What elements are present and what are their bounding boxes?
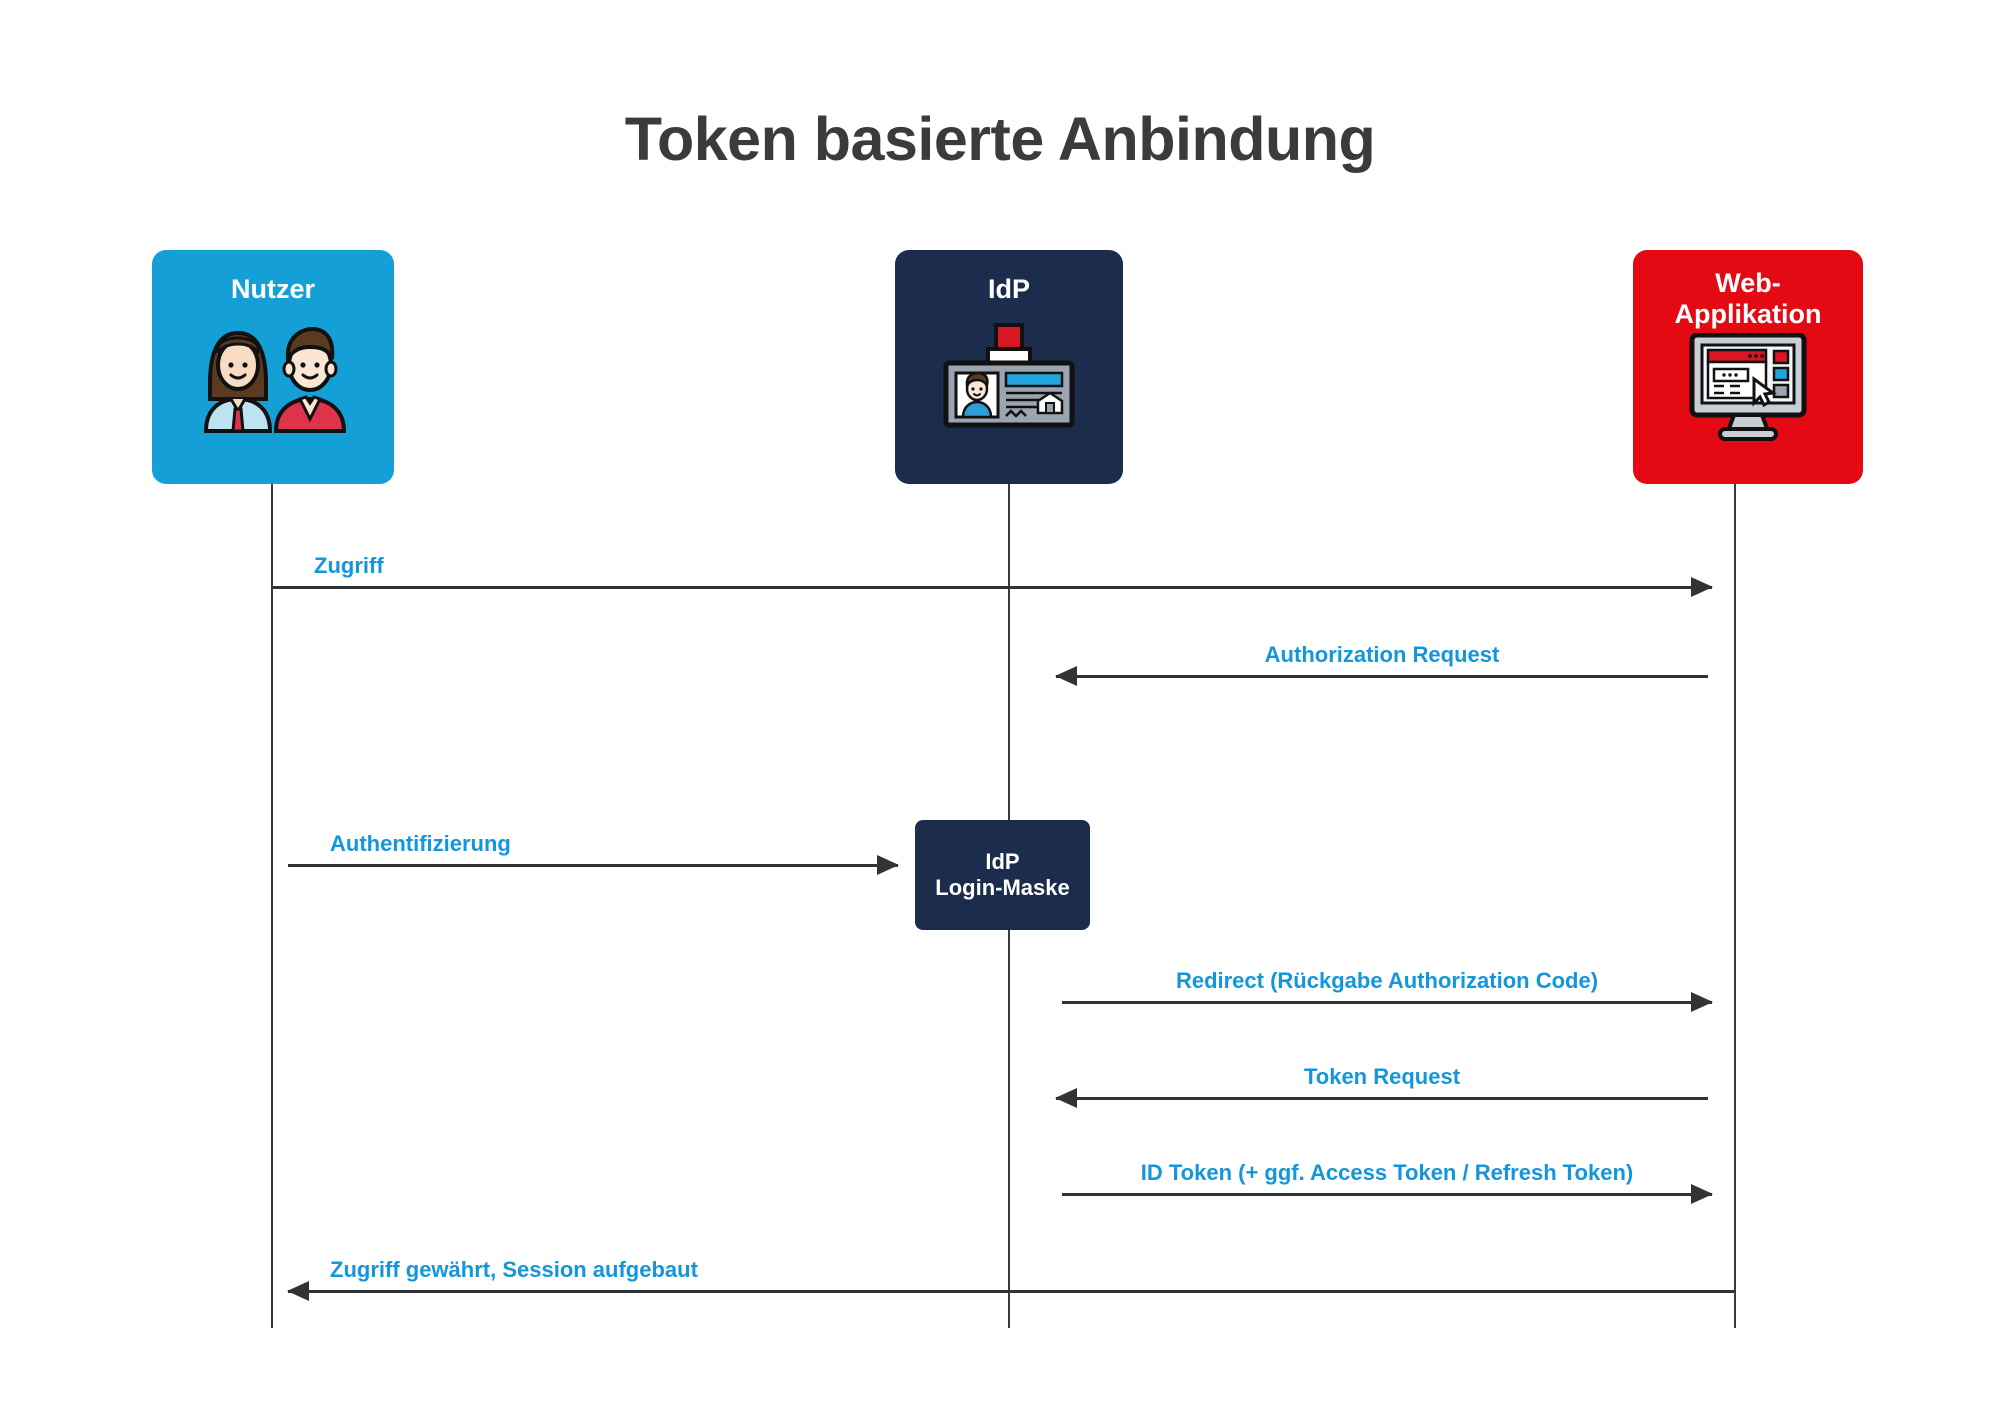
message-authentifizierung[interactable]: Authentifizierung bbox=[288, 823, 899, 879]
message-token-request-line bbox=[1056, 1097, 1708, 1100]
arrow-left-icon bbox=[1055, 1088, 1077, 1108]
arrow-right-icon bbox=[1691, 992, 1713, 1012]
arrow-right-icon bbox=[1691, 1184, 1713, 1204]
lifeline-webapp bbox=[1734, 484, 1736, 1328]
message-redirect-authorization-code-label: Redirect (Rückgabe Authorization Code) bbox=[1175, 968, 1599, 993]
message-zugriff-line bbox=[272, 586, 1712, 589]
message-zugriff-gewaehrt[interactable]: Zugriff gewährt, Session aufgebaut bbox=[287, 1249, 1734, 1305]
message-id-token[interactable]: ID Token (+ ggf. Access Token / Refresh … bbox=[1062, 1152, 1713, 1208]
message-authentifizierung-line bbox=[288, 864, 898, 867]
participant-idp-label: IdP bbox=[987, 274, 1030, 304]
message-authorization-request-line bbox=[1056, 675, 1708, 678]
id-badge-icon bbox=[934, 322, 1084, 438]
message-redirect-authorization-code[interactable]: Redirect (Rückgabe Authorization Code) bbox=[1062, 960, 1713, 1016]
message-redirect-authorization-code-line bbox=[1062, 1001, 1712, 1004]
message-id-token-label: ID Token (+ ggf. Access Token / Refresh … bbox=[1140, 1160, 1634, 1185]
participant-webapp-label: Web- Applikation bbox=[1674, 268, 1822, 329]
message-authorization-request-label: Authorization Request bbox=[1264, 642, 1500, 667]
participant-webapp[interactable]: Web- Applikation bbox=[1633, 250, 1863, 484]
message-authorization-request[interactable]: Authorization Request bbox=[1055, 634, 1708, 690]
participant-idp[interactable]: IdP bbox=[895, 250, 1123, 484]
message-zugriff[interactable]: Zugriff bbox=[272, 545, 1713, 601]
message-token-request-label: Token Request bbox=[1303, 1064, 1461, 1089]
two-people-icon bbox=[198, 313, 348, 438]
activation-box-label: IdP Login-Maske bbox=[935, 848, 1070, 900]
arrow-left-icon bbox=[287, 1281, 309, 1301]
participant-nutzer[interactable]: Nutzer bbox=[152, 250, 394, 484]
message-authentifizierung-label: Authentifizierung bbox=[330, 831, 511, 856]
message-zugriff-label: Zugriff bbox=[314, 553, 384, 578]
lifeline-nutzer bbox=[271, 484, 273, 1328]
message-zugriff-gewaehrt-label: Zugriff gewährt, Session aufgebaut bbox=[330, 1257, 698, 1282]
activation-box-idp-login[interactable]: IdP Login-Maske bbox=[915, 820, 1090, 930]
message-token-request[interactable]: Token Request bbox=[1055, 1056, 1708, 1112]
arrow-right-icon bbox=[1691, 577, 1713, 597]
arrow-left-icon bbox=[1055, 666, 1077, 686]
web-monitor-icon bbox=[1678, 332, 1818, 446]
participant-nutzer-label: Nutzer bbox=[230, 274, 315, 304]
page-title: Token basierte Anbindung bbox=[624, 105, 1376, 173]
message-zugriff-gewaehrt-line bbox=[288, 1290, 1734, 1293]
arrow-right-icon bbox=[877, 855, 899, 875]
message-id-token-line bbox=[1062, 1193, 1712, 1196]
